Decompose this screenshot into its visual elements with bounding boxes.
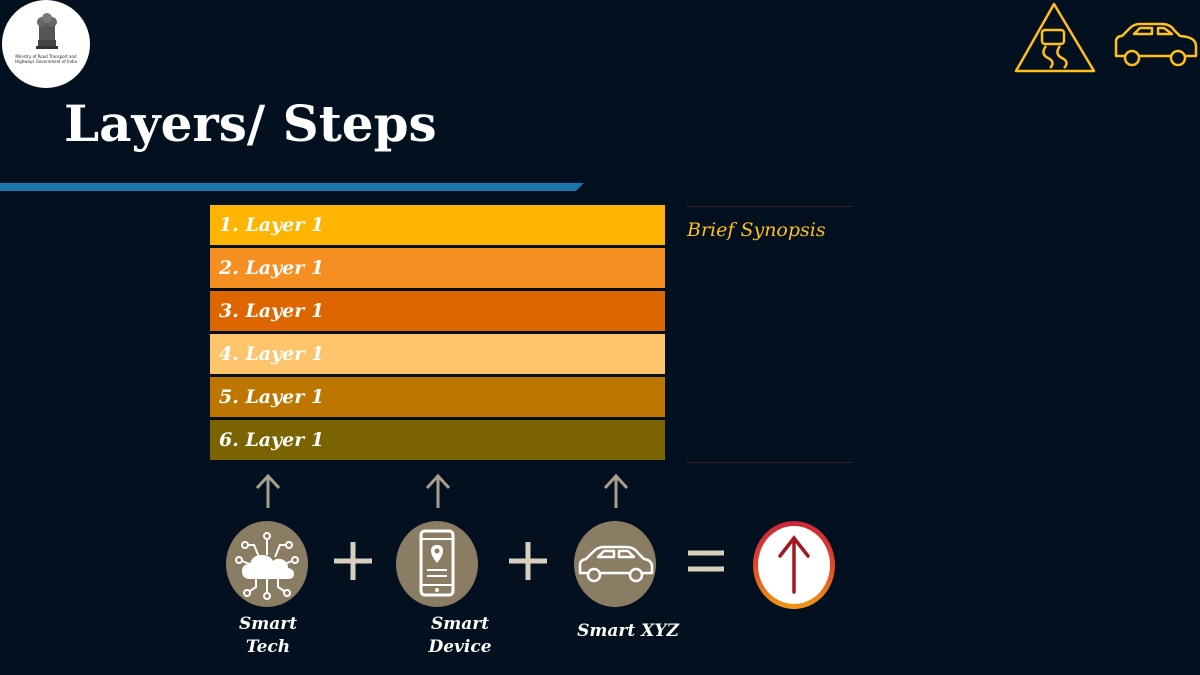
layers-stack: 1. Layer 1 2. Layer 1 3. Layer 1 4. Laye… [210,205,665,463]
smart-tech-circle [226,521,308,607]
smart-device-circle [396,521,478,607]
up-arrow-icon [778,535,810,594]
equals-icon [688,550,724,572]
layer-bar-2: 2. Layer 1 [210,248,665,288]
smart-device-label: Smart Device [428,614,492,657]
up-arrow-icon [425,473,451,508]
layer-bar-5: 5. Layer 1 [210,377,665,417]
synopsis-panel: Brief Synopsis [687,206,853,463]
page-title: Layers/ Steps [64,94,437,153]
car-outline-icon [1114,22,1198,67]
smartphone-location-icon [419,529,455,597]
up-arrow-icon [603,473,629,508]
result-circle [753,521,835,609]
plus-icon [509,542,547,580]
cloud-network-icon [235,532,299,600]
layer-bar-3: 3. Layer 1 [210,291,665,331]
synopsis-title: Brief Synopsis [687,219,826,241]
smart-xyz-label: Smart XYZ [577,621,679,641]
layer-bar-6: 6. Layer 1 [210,420,665,460]
equation-row: Smart Tech Smart Device [0,460,1200,675]
car-icon [578,545,654,583]
title-underline [0,183,584,191]
emblem-caption: Ministry of Road Transport and Highways … [15,54,77,64]
top-right-icons [1014,2,1198,73]
layer-bar-4: 4. Layer 1 [210,334,665,374]
plus-icon [334,542,372,580]
up-arrow-icon [255,473,281,508]
smart-tech-label: Smart Tech [238,614,298,657]
layer-bar-1: 1. Layer 1 [210,205,665,245]
smart-xyz-circle [574,521,656,607]
ministry-emblem: Ministry of Road Transport and Highways … [2,0,90,88]
national-emblem-icon [36,13,58,49]
slippery-road-sign-icon [1014,2,1096,73]
